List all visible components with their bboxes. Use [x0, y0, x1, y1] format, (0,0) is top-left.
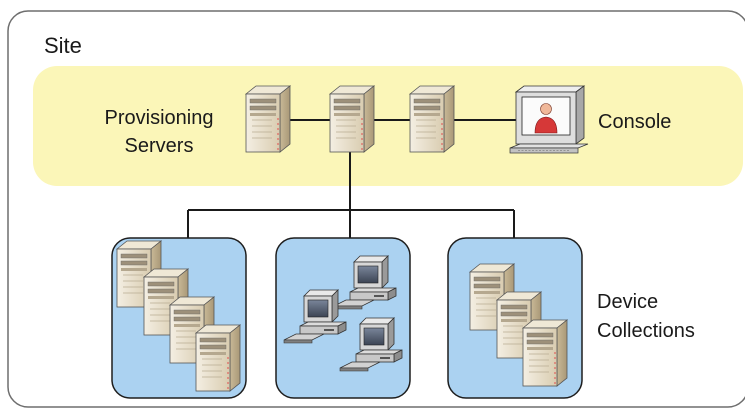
provisioning-server-3: [409, 85, 455, 153]
console-label: Console: [598, 111, 672, 133]
collection3-server-3: [522, 319, 568, 387]
user-icon: [534, 103, 558, 134]
provisioning-label-line2: Servers: [124, 135, 194, 157]
provisioning-server-2: [329, 85, 375, 153]
connection-lines: [187, 119, 516, 238]
console-monitor-icon: [509, 85, 589, 154]
device-collections-label: Device Collections: [597, 288, 695, 346]
provisioning-server-1: [245, 85, 291, 153]
site-label: Site: [44, 33, 82, 58]
collection1-server-4: [195, 324, 241, 392]
device-label-line1: Device: [597, 291, 659, 313]
provisioning-label-line1: Provisioning: [104, 107, 214, 129]
device-label-line2: Collections: [597, 320, 695, 342]
provisioning-servers-label: Provisioning Servers: [88, 104, 230, 160]
